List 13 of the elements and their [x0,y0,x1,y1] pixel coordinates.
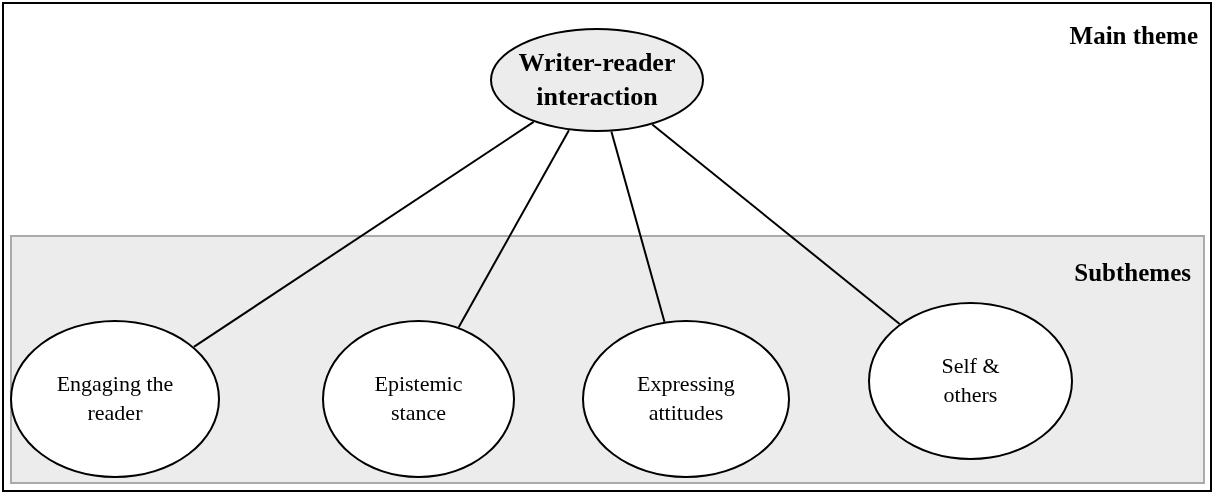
section-heading: Main theme [1069,22,1198,50]
node-text: Self & others [940,352,1001,409]
node-text: Expressing attitudes [636,370,736,427]
connector-line [651,123,901,325]
node-text: Engaging the reader [55,370,175,427]
connector-line [610,130,666,323]
connector-line [457,129,570,329]
node-text: Writer-reader interaction [517,47,677,113]
subtheme-band [10,235,1205,484]
diagram-frame [2,2,1212,492]
connector-line [192,120,535,348]
section-heading: Subthemes [1074,259,1191,287]
node-text: Epistemic stance [373,370,464,427]
